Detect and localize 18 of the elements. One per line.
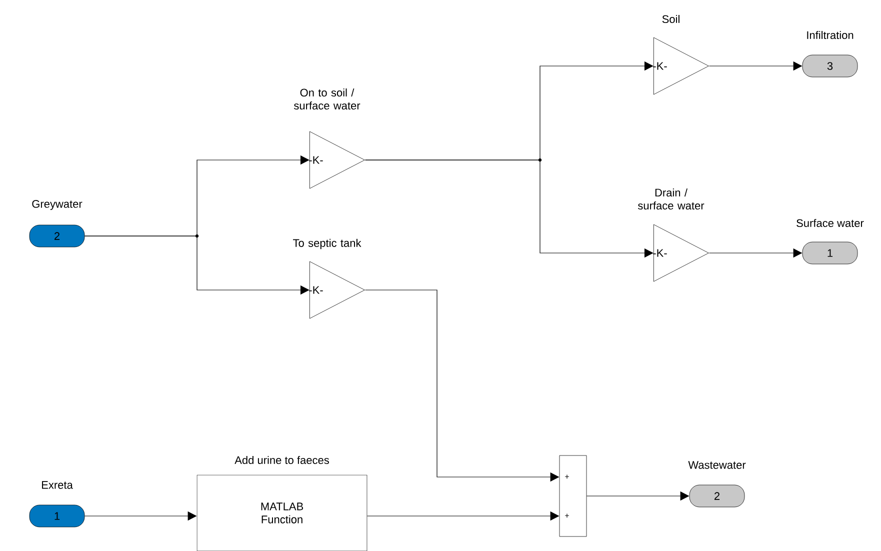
block-label: Surface water [796, 218, 864, 228]
block-label: Infiltration [807, 30, 854, 40]
port-block: 2 [689, 484, 745, 508]
block-label: On to soil / surface water [294, 88, 360, 110]
port-block: 3 [802, 54, 858, 78]
block-label: Wastewater [688, 461, 746, 469]
port-block: 1 [802, 242, 858, 264]
port-block: 1 [29, 504, 85, 528]
port-block: 2 [29, 224, 85, 248]
sign-label: + [565, 474, 569, 479]
block-label: Add urine to faeces [234, 456, 329, 464]
block-label: Exreta [42, 481, 73, 489]
sign-label: + [565, 514, 569, 518]
block-label: Greywater [32, 200, 82, 210]
block-label: To septic tank [293, 238, 362, 250]
block-label: Soil [662, 14, 680, 24]
function-block: MATLAB Function [196, 474, 368, 551]
block-label: Drain / surface water [638, 188, 704, 210]
